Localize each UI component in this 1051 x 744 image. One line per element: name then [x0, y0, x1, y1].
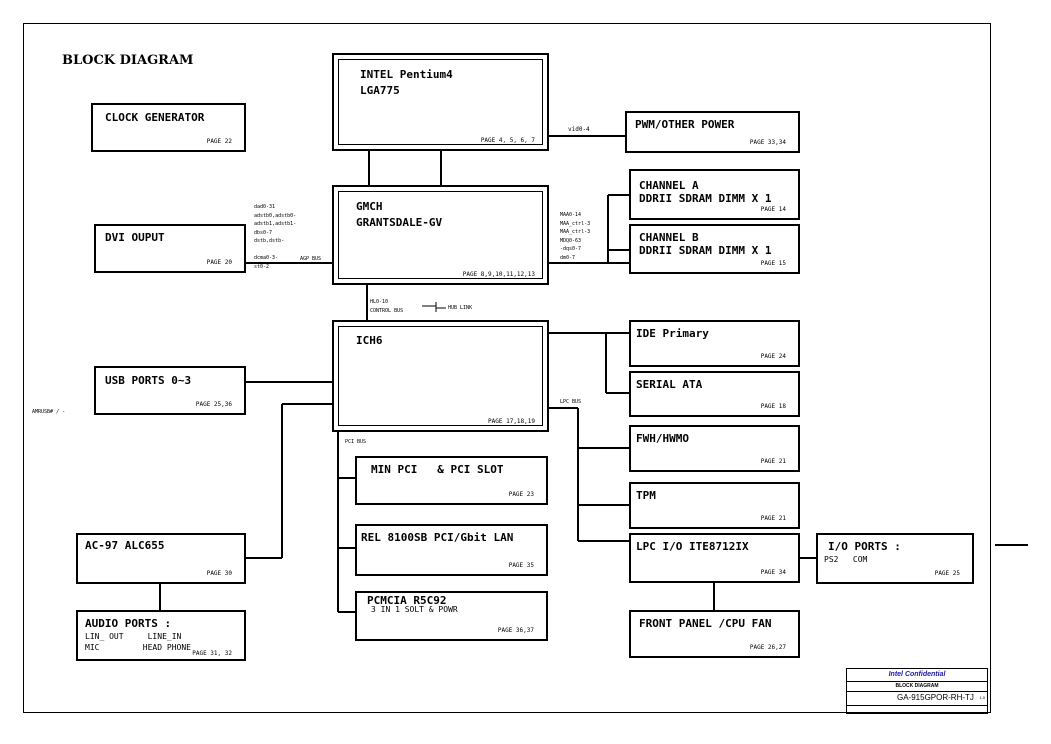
block-label: FRONT PANEL /CPU FAN [639, 617, 772, 630]
pwm-block: PWM/OTHER POWER PAGE 33,34 [625, 111, 800, 153]
agp-bus-label: AGP BUS [300, 256, 322, 262]
block-sublabel: 3 IN 1 SOLT & POWR [371, 605, 458, 614]
page-ref: PAGE 18 [760, 403, 786, 410]
page-ref: PAGE 34 [760, 569, 786, 576]
page-ref: PAGE 25,36 [195, 401, 232, 408]
pcmcia-block: PCMCIA R5C92 3 IN 1 SOLT & POWR PAGE 36,… [355, 591, 548, 641]
page-ref: PAGE 20 [206, 259, 232, 266]
hub-link-label: HUB LINK [448, 305, 473, 311]
confidential-label: Intel Confidential [847, 669, 987, 682]
page-ref: PAGE 17,18,19 [488, 418, 535, 425]
title-block: Intel Confidential BLOCK DIAGRAM GA-915G… [846, 668, 988, 714]
page-ref: PAGE 26,27 [749, 644, 786, 651]
front-panel-block: FRONT PANEL /CPU FAN PAGE 26,27 [629, 610, 800, 658]
block-label: REL 8100SB PCI/Gbit LAN [361, 531, 514, 544]
block-label: ICH6 [356, 334, 383, 347]
block-label: INTEL Pentium4 LGA775 [360, 68, 453, 97]
agp-signals: dad0-31 adstb0,adstb0- adstb1,adstb1- db… [254, 204, 297, 270]
channel-a-block: CHANNEL A DDRII SDRAM DIMM X 1 PAGE 14 [629, 169, 800, 220]
hub-signals: HL0-10 CONTROL BUS [370, 299, 404, 314]
usb-block: USB PORTS 0~3 PAGE 25,36 [94, 366, 246, 415]
page-ref: PAGE 21 [760, 458, 786, 465]
block-label: AUDIO PORTS : [85, 617, 172, 630]
page-ref: PAGE 23 [508, 491, 534, 498]
page-ref: PAGE 35 [508, 562, 534, 569]
dvi-block: DVI OUPUT PAGE 20 [94, 224, 246, 273]
page-ref: PAGE 14 [760, 206, 786, 213]
page-ref: PAGE 15 [760, 260, 786, 267]
clock-generator-block: CLOCK GENERATOR PAGE 22 [91, 103, 246, 152]
block-label: PCMCIA R5C92 [367, 594, 447, 607]
page-ref: PAGE 24 [760, 353, 786, 360]
block-label: I/O PORTS : [828, 540, 901, 553]
block-label: CHANNEL B DDRII SDRAM DIMM X 1 [639, 231, 772, 257]
side-note: AMRUSB# / - [32, 409, 66, 415]
block-label: GMCH GRANTSDALE-GV [356, 200, 443, 229]
block-label: MIN PCI & PCI SLOT [371, 463, 504, 476]
io-ports-block: I/O PORTS : PS2 COM PAGE 25 [816, 533, 974, 584]
block-label: TPM [636, 489, 656, 502]
diagram-title: BLOCK DIAGRAM [62, 53, 194, 68]
block-sublabel: PS2 COM [824, 555, 868, 564]
page-ref: PAGE 30 [206, 570, 232, 577]
sata-block: SERIAL ATA PAGE 18 [629, 371, 800, 417]
page-ref: PAGE 25 [934, 570, 960, 577]
drawing-frame [23, 23, 991, 713]
lpc-io-block: LPC I/O ITE8712IX PAGE 34 [629, 533, 800, 583]
model-name: GA-915GPOR-RH-TJ [897, 693, 974, 702]
block-label: FWH/HWMO [636, 432, 689, 445]
page-ref: PAGE 21 [760, 515, 786, 522]
lpc-bus-label: LPC BUS [560, 399, 582, 405]
lan-block: REL 8100SB PCI/Gbit LAN PAGE 35 [355, 524, 548, 576]
block-label: CLOCK GENERATOR [105, 111, 205, 124]
mini-pci-block: MIN PCI & PCI SLOT PAGE 23 [355, 456, 548, 505]
block-label: PWM/OTHER POWER [635, 118, 735, 131]
page-ref: PAGE 31, 32 [192, 650, 232, 657]
page-ref: PAGE 36,37 [497, 627, 534, 634]
page-ref: PAGE 22 [206, 138, 232, 145]
ide-block: IDE Primary PAGE 24 [629, 320, 800, 367]
page-ref: PAGE 33,34 [749, 139, 786, 146]
ac97-block: AC-97 ALC655 PAGE 30 [76, 533, 246, 584]
pci-bus-label: PCI BUS [345, 439, 367, 445]
gmch-block: GMCH GRANTSDALE-GV PAGE 8,9,10,11,12,13 [332, 185, 549, 285]
fwh-block: FWH/HWMO PAGE 21 [629, 425, 800, 472]
block-label: IDE Primary [636, 327, 709, 340]
memory-signals: MAA0-14 MAA_ctrl-3 MAA_ctrl-3 MDQ0-63 -d… [560, 212, 591, 261]
block-label: AC-97 ALC655 [85, 539, 165, 552]
page-ref: PAGE 8,9,10,11,12,13 [462, 271, 535, 278]
page-ref: PAGE 4, 5, 6, 7 [480, 137, 535, 144]
ich6-block: ICH6 PAGE 17,18,19 [332, 320, 549, 432]
block-sublabel: LIN_ OUT LINE_IN MIC HEAD PHONE [85, 632, 191, 652]
tpm-block: TPM PAGE 21 [629, 482, 800, 529]
block-label: USB PORTS 0~3 [105, 374, 192, 387]
audio-ports-block: AUDIO PORTS : LIN_ OUT LINE_IN MIC HEAD … [76, 610, 246, 661]
vid-label: vid0-4 [568, 126, 590, 133]
block-label: LPC I/O ITE8712IX [636, 540, 749, 553]
revision: 1.0 [979, 695, 985, 700]
channel-b-block: CHANNEL B DDRII SDRAM DIMM X 1 PAGE 15 [629, 224, 800, 274]
sheet-title: BLOCK DIAGRAM [847, 682, 987, 692]
block-label: SERIAL ATA [636, 378, 703, 391]
block-label: DVI OUPUT [105, 231, 165, 244]
cpu-block: INTEL Pentium4 LGA775 PAGE 4, 5, 6, 7 [332, 53, 549, 151]
block-label: CHANNEL A DDRII SDRAM DIMM X 1 [639, 179, 772, 205]
